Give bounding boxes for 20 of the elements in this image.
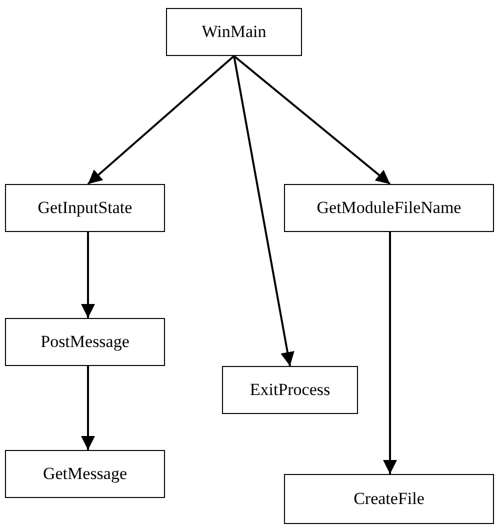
process-box (5, 318, 165, 366)
arrow (87, 55, 235, 185)
node-label: GetModuleFileName (316, 198, 462, 218)
node-label: CreateFile (354, 489, 424, 509)
node-label: GetInputState (38, 198, 132, 218)
process-box (166, 8, 302, 56)
node-label: PostMessage (40, 332, 130, 352)
process-box (5, 184, 165, 232)
process-box (284, 184, 494, 232)
arrow (383, 232, 397, 474)
arrow (81, 232, 95, 318)
process-box (222, 366, 358, 414)
arrow (233, 55, 391, 185)
arrow (81, 366, 95, 450)
node-label: GetMessage (42, 464, 128, 484)
node-label: ExitProcess (250, 380, 330, 400)
arrow (233, 56, 294, 366)
process-box (5, 450, 165, 498)
node-label: WinMain (202, 22, 266, 42)
process-box (284, 474, 494, 524)
